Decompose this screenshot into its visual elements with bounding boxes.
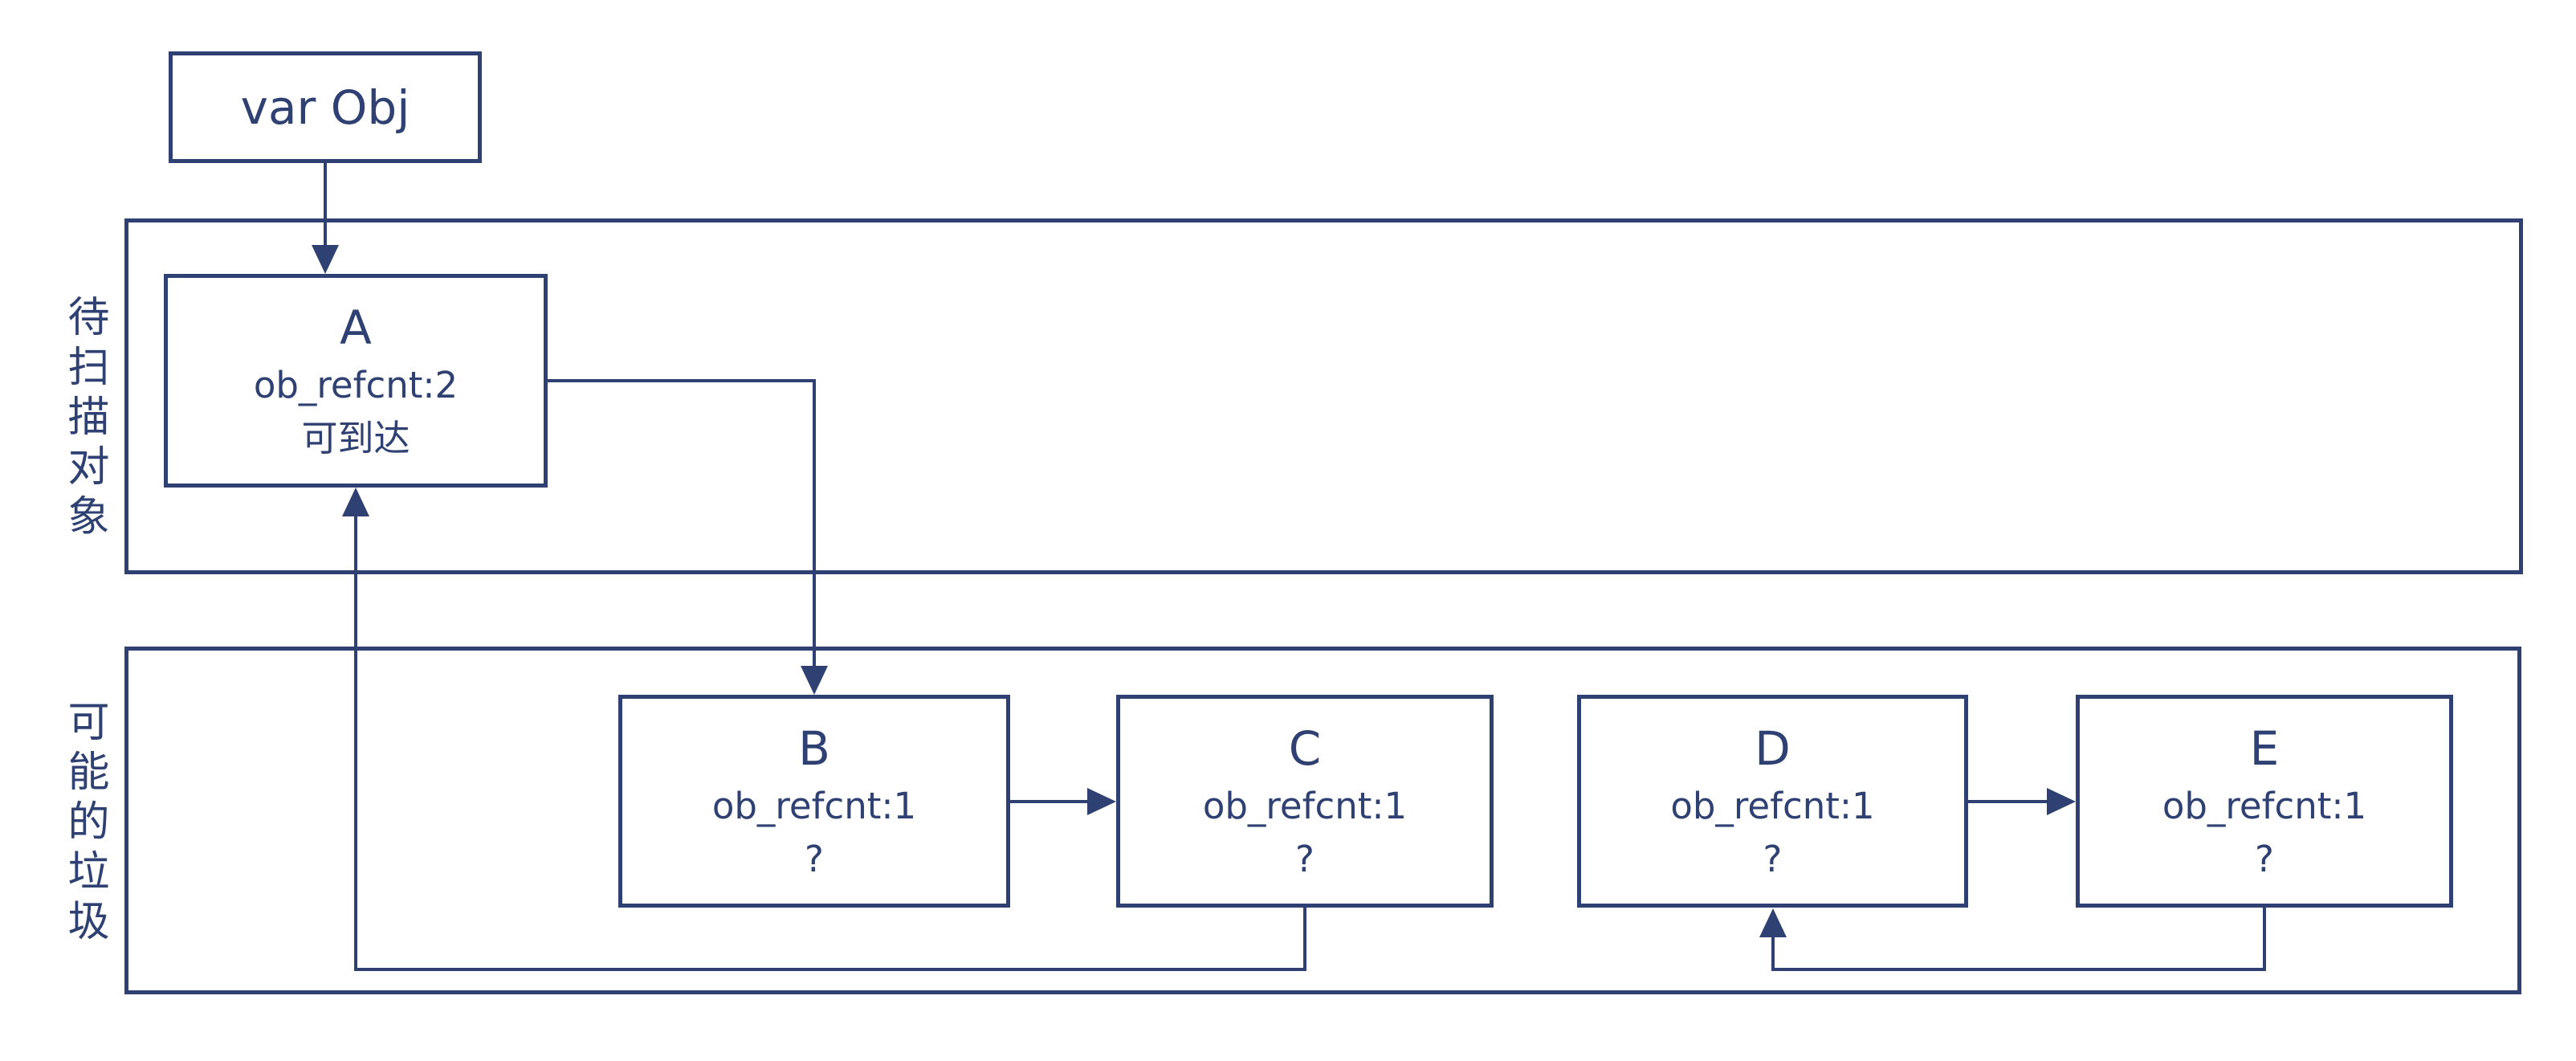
node-c-refcnt: ob_refcnt:1	[1202, 784, 1408, 827]
node-d: D ob_refcnt:1 ?	[1577, 695, 1968, 908]
node-b-letter: B	[798, 720, 830, 776]
node-e-status: ?	[2255, 837, 2274, 880]
possible-garbage-container	[124, 647, 2521, 994]
node-c: C ob_refcnt:1 ?	[1116, 695, 1494, 908]
node-d-refcnt: ob_refcnt:1	[1670, 784, 1875, 827]
var-obj-label: var Obj	[240, 80, 410, 135]
node-b: B ob_refcnt:1 ?	[618, 695, 1010, 908]
node-c-letter: C	[1288, 720, 1322, 776]
node-a: A ob_refcnt:2 可到达	[164, 274, 548, 488]
node-b-status: ?	[805, 837, 824, 880]
node-b-refcnt: ob_refcnt:1	[711, 784, 917, 827]
node-e: E ob_refcnt:1 ?	[2076, 695, 2453, 908]
node-a-refcnt: ob_refcnt:2	[253, 364, 459, 406]
var-obj-box: var Obj	[169, 51, 482, 163]
node-a-status: 可到达	[301, 417, 410, 459]
possible-garbage-label: 可能的垃圾	[60, 700, 108, 949]
node-d-status: ?	[1763, 837, 1783, 880]
node-d-letter: D	[1755, 720, 1791, 776]
scan-objects-container	[124, 218, 2523, 574]
node-e-refcnt: ob_refcnt:1	[2162, 784, 2367, 827]
node-e-letter: E	[2249, 720, 2280, 776]
scan-objects-label: 待扫描对象	[60, 295, 108, 544]
node-c-status: ?	[1295, 837, 1314, 880]
node-a-letter: A	[340, 300, 372, 355]
